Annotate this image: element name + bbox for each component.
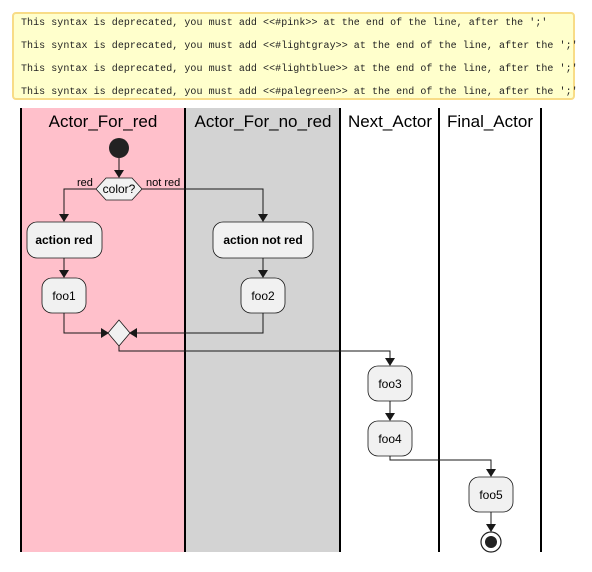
branch-label-red: red xyxy=(77,177,93,189)
arrowhead xyxy=(101,328,109,338)
lane-title-final-actor: Final_Actor xyxy=(447,112,533,131)
deprecation-warning-box: This syntax is deprecated, you must add … xyxy=(12,12,578,100)
arrowhead xyxy=(258,214,268,222)
foo4-label: foo4 xyxy=(378,432,402,446)
action-not-red-label: action not red xyxy=(223,233,302,247)
arrowhead xyxy=(486,524,496,532)
decision-label: color? xyxy=(103,182,136,196)
lane-divider xyxy=(540,108,542,552)
foo3-label: foo3 xyxy=(378,377,402,391)
lane-title-next-actor: Next_Actor xyxy=(347,112,433,131)
arrowhead xyxy=(258,270,268,278)
arrowhead xyxy=(59,270,69,278)
foo1-label: foo1 xyxy=(52,289,76,303)
warning-line-pink: This syntax is deprecated, you must add … xyxy=(21,18,548,29)
foo2-label: foo2 xyxy=(251,289,275,303)
branch-label-not-red: not red xyxy=(146,177,180,189)
lane-title-actor-for-no-red: Actor_For_no_red xyxy=(194,112,332,131)
warning-line-palegreen: This syntax is deprecated, you must add … xyxy=(21,87,578,98)
edge-decision-to-action-red xyxy=(63,188,96,216)
merge-node xyxy=(107,319,131,347)
lane-title-actor-for-red: Actor_For_red xyxy=(48,112,158,131)
arrowhead xyxy=(129,328,137,338)
arrowhead xyxy=(486,469,496,477)
edge-foo1-to-merge xyxy=(63,313,103,334)
edge-merge-to-foo3 xyxy=(118,346,391,360)
edge-foo2-to-merge xyxy=(135,313,264,334)
lane-divider xyxy=(184,108,186,552)
warning-line-lightblue: This syntax is deprecated, you must add … xyxy=(21,64,578,75)
lane-divider xyxy=(339,108,341,552)
end-node-outer xyxy=(480,531,502,553)
arrowhead xyxy=(385,358,395,366)
arrowhead xyxy=(114,170,124,178)
arrowhead xyxy=(385,413,395,421)
edge-decision-to-action-not-red xyxy=(142,188,264,216)
arrowhead xyxy=(59,214,69,222)
lane-divider xyxy=(438,108,440,552)
lane-background-next-actor xyxy=(341,108,439,552)
warning-line-lightgray: This syntax is deprecated, you must add … xyxy=(21,41,578,52)
edge-foo4-to-foo5 xyxy=(389,456,492,471)
start-node xyxy=(109,138,129,158)
lane-divider xyxy=(20,108,22,552)
end-node-inner xyxy=(485,536,497,548)
foo5-label: foo5 xyxy=(479,488,503,502)
action-red-label: action red xyxy=(35,233,92,247)
